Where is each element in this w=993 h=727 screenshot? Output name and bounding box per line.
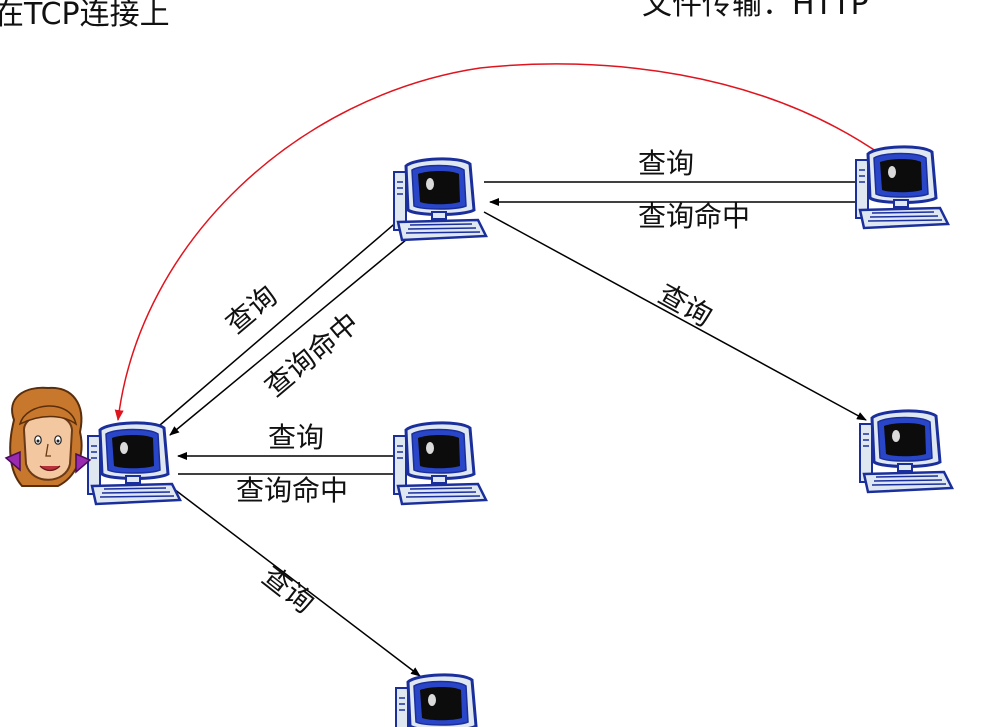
label-query-a-to-b: 查询 [219,279,283,340]
arrow-query-b-to-e [483,211,867,421]
peer-computer-b-icon [392,157,488,242]
peer-computer-f-icon [394,673,490,727]
arrow-query-a-to-b [159,213,407,426]
user-person-icon [4,386,92,487]
label-query-b-to-d: 查询 [638,147,694,180]
label-query-c-to-a: 查询 [268,421,324,454]
label-query-b-to-e: 查询 [653,277,718,333]
peer-computer-e-icon [858,409,954,494]
peer-computer-c-icon [392,421,488,506]
file-transfer-arrow [114,63,884,421]
label-query-hit-d-to-b: 查询命中 [638,200,750,233]
label-query-hit-a-to-c: 查询命中 [236,474,348,507]
peer-computer-d-icon [854,145,950,230]
label-query-hit-b-to-a: 查询命中 [258,306,365,403]
arrow-query-hit-b-to-a [169,229,419,436]
arrow-query-a-to-f [169,485,421,677]
label-query-a-to-f: 查询 [256,560,320,620]
header-file-transfer-text: 文件传输：HTTP [642,0,869,22]
header-left-fragment: 在TCP连接上 [0,0,170,32]
peer-computer-a-icon [86,421,182,506]
